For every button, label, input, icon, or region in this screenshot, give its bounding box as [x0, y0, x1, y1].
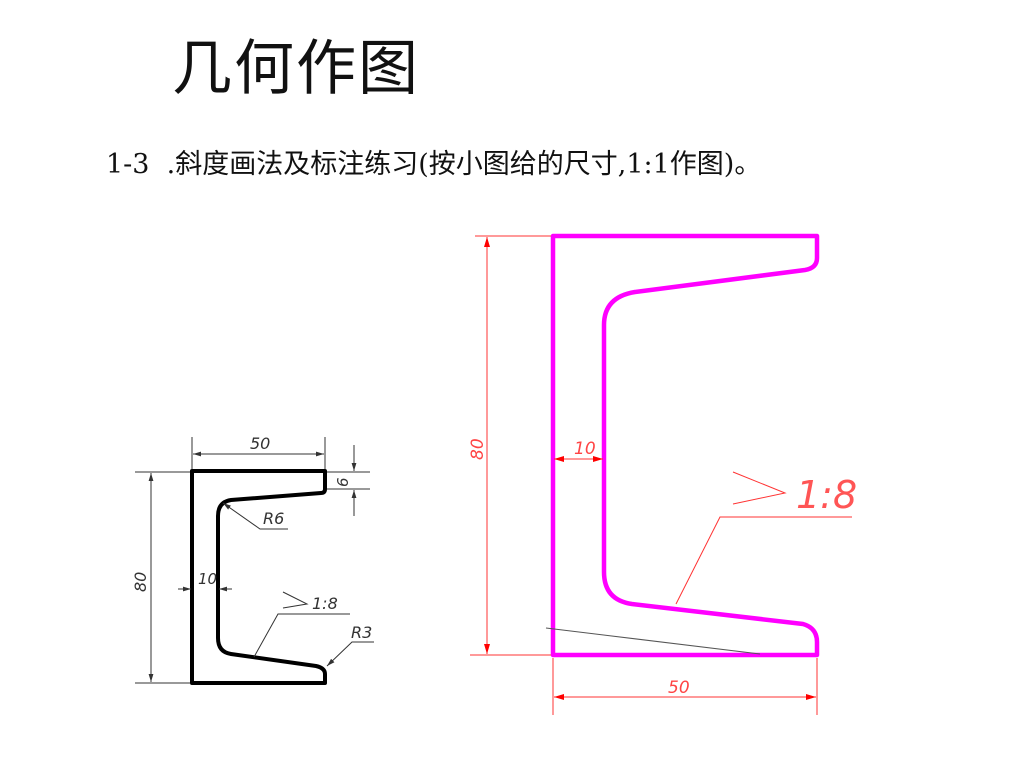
small-dim-height: [135, 471, 190, 684]
small-dim-height-text: 80: [131, 572, 150, 592]
small-channel-profile: [190, 469, 327, 685]
small-dim-web-text: 10: [198, 570, 217, 588]
small-dim-width: [191, 437, 326, 469]
small-dim-width-text: 50: [250, 434, 270, 453]
large-dim-width: [552, 658, 818, 715]
small-leader-r6: [222, 502, 288, 530]
small-dim-flange: [327, 445, 370, 516]
large-channel-drawing: 80 10 50 1:8: [468, 233, 857, 715]
slide-title: 几何作图: [172, 34, 420, 104]
large-slope-text: 1:8: [796, 473, 857, 517]
large-channel-profile: [550, 233, 820, 658]
small-slope-symbol: [253, 591, 350, 658]
small-dim-flange-text: 6: [334, 477, 352, 487]
large-dim-height-text: 80: [468, 438, 488, 460]
large-dim-width-text: 50: [668, 678, 690, 698]
small-radius-r3-text: R3: [351, 623, 372, 642]
large-dim-height: [470, 235, 551, 656]
slide-subtitle: 1-3 .斜度画法及标注练习(按小图给的尺寸,1:1作图)。: [106, 149, 762, 180]
small-channel-drawing: 50 80 6 10 R6 1:: [131, 434, 374, 685]
large-slope-symbol: [675, 471, 852, 605]
large-slope-construction-line: [545, 627, 761, 655]
small-radius-r6-text: R6: [263, 509, 284, 528]
small-slope-text: 1:8: [312, 594, 338, 613]
large-dim-web-text: 10: [574, 439, 596, 459]
small-leader-r3: [326, 641, 374, 667]
